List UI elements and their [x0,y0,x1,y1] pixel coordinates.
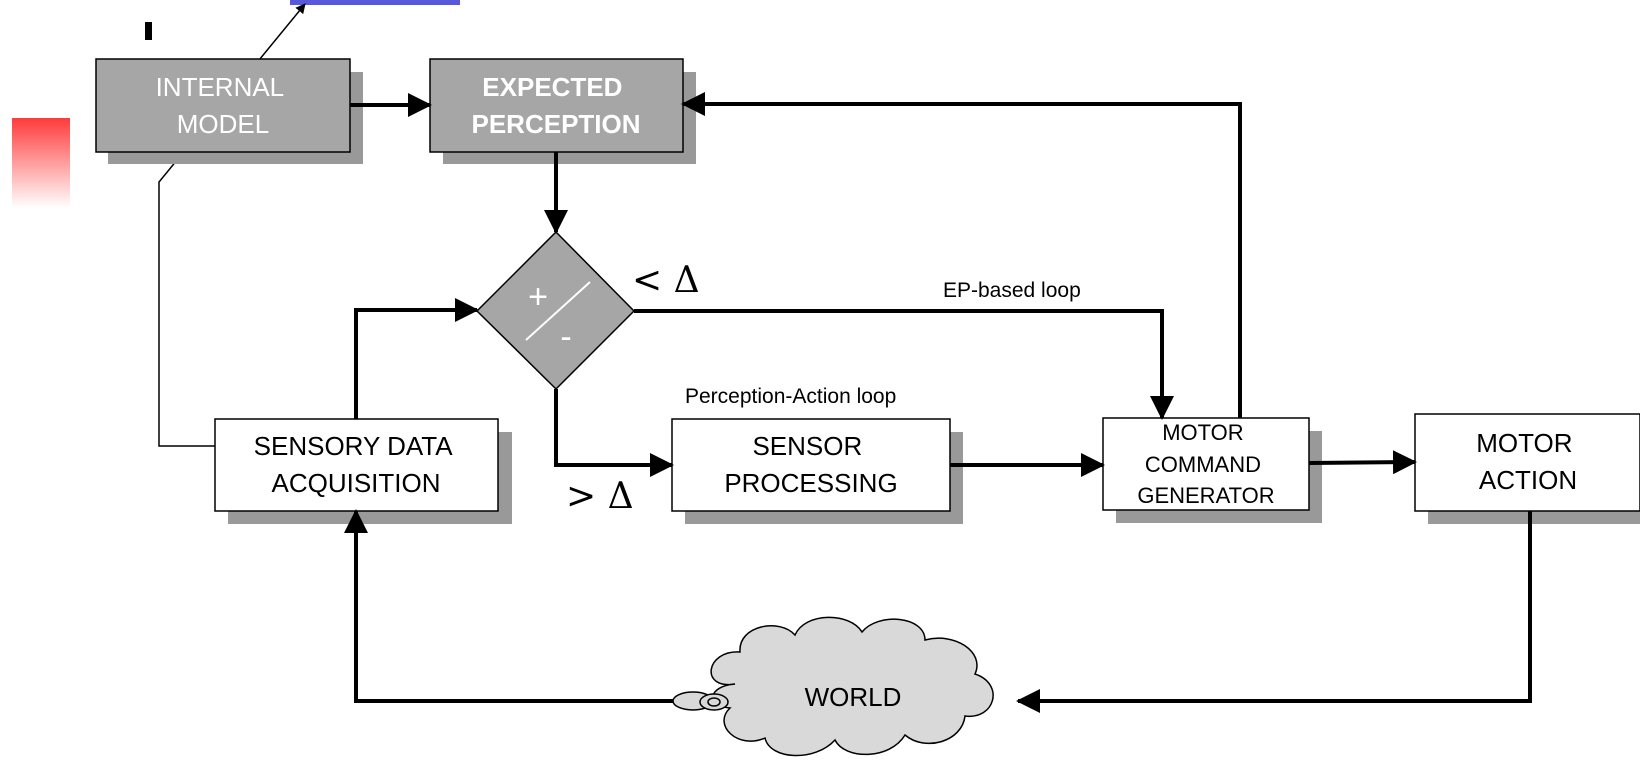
perception-action-loop-label: Perception-Action loop [685,385,896,408]
comparator-diamond: + - [475,230,636,391]
motor-command-generator-box: MOTOR COMMAND GENERATOR [1102,417,1322,523]
motor-command-generator-label: MOTOR COMMAND GENERATOR [1137,420,1274,508]
arrow-world-to-sensory [344,509,673,703]
arrow-sensory-to-comparator [354,298,479,419]
minus-sign: - [560,318,571,356]
internal-model-label: INTERNAL MODEL [156,72,291,139]
sensory-data-acquisition-box: SENSORY DATA ACQUISITION [214,418,512,524]
arrow-comparator-to-sensor-processing [554,389,674,477]
world-eye-inner [699,693,729,711]
sensor-processing-box: SENSOR PROCESSING [671,418,963,524]
expected-perception-label: EXPECTED PERCEPTION [471,72,640,139]
arrow-motor-command-to-expected [681,92,1242,418]
ep-based-loop-label: EP-based loop [943,279,1081,302]
red-accent-bar [12,118,70,208]
internal-model-box: INTERNAL MODEL [95,58,363,164]
greater-than-delta-label: > Δ [566,476,634,517]
sensor-processing-label: SENSOR PROCESSING [724,431,897,498]
top-blue-strip [290,0,460,5]
expected-perception-box: EXPECTED PERCEPTION [429,58,696,164]
arrow-ep-based-loop [634,309,1174,420]
less-than-delta-label: < Δ [632,260,700,301]
motor-action-label: MOTOR ACTION [1476,428,1580,495]
sensory-data-acquisition-label: SENSORY DATA ACQUISITION [254,431,459,498]
motor-action-box: MOTOR ACTION [1414,413,1640,524]
plus-sign: + [528,278,548,316]
comparator-slash [525,281,591,341]
world-cloud: WORLD [672,616,994,757]
arrow-motor-command-to-action [1308,450,1417,475]
small-black-mark [145,22,152,40]
world-label: WORLD [805,682,902,712]
arrow-action-to-world [1016,511,1532,713]
